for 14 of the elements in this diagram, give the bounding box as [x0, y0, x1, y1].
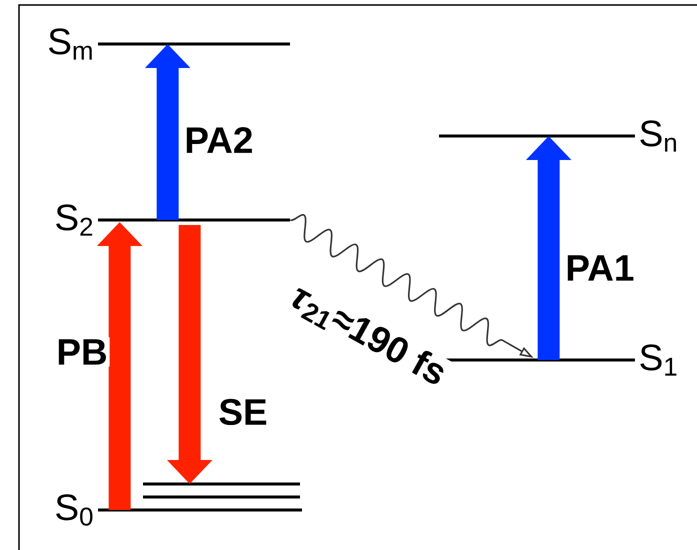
- energy-level: S$_{2}$: [56, 204, 290, 236]
- node-label: S$_{2}$: [56, 204, 92, 236]
- node-label: S$_{1}$: [640, 344, 676, 376]
- energy-level: S$_{0}$: [56, 482, 302, 526]
- edge-label: PA1: [563, 253, 636, 283]
- node-label: S$_{0}$: [56, 494, 92, 526]
- energy-level: S$_{n}$: [439, 120, 676, 152]
- edge-label: τ$_{21}$≈190 fs: [282, 278, 454, 394]
- edge-label: PB: [54, 337, 110, 367]
- node-label: S$_{n}$: [640, 120, 676, 152]
- energy-level: S$_{m}$: [49, 28, 290, 60]
- node-label: S$_{m}$: [49, 28, 92, 60]
- edge-label: SE: [216, 396, 270, 428]
- edge-label: PA2: [182, 125, 256, 155]
